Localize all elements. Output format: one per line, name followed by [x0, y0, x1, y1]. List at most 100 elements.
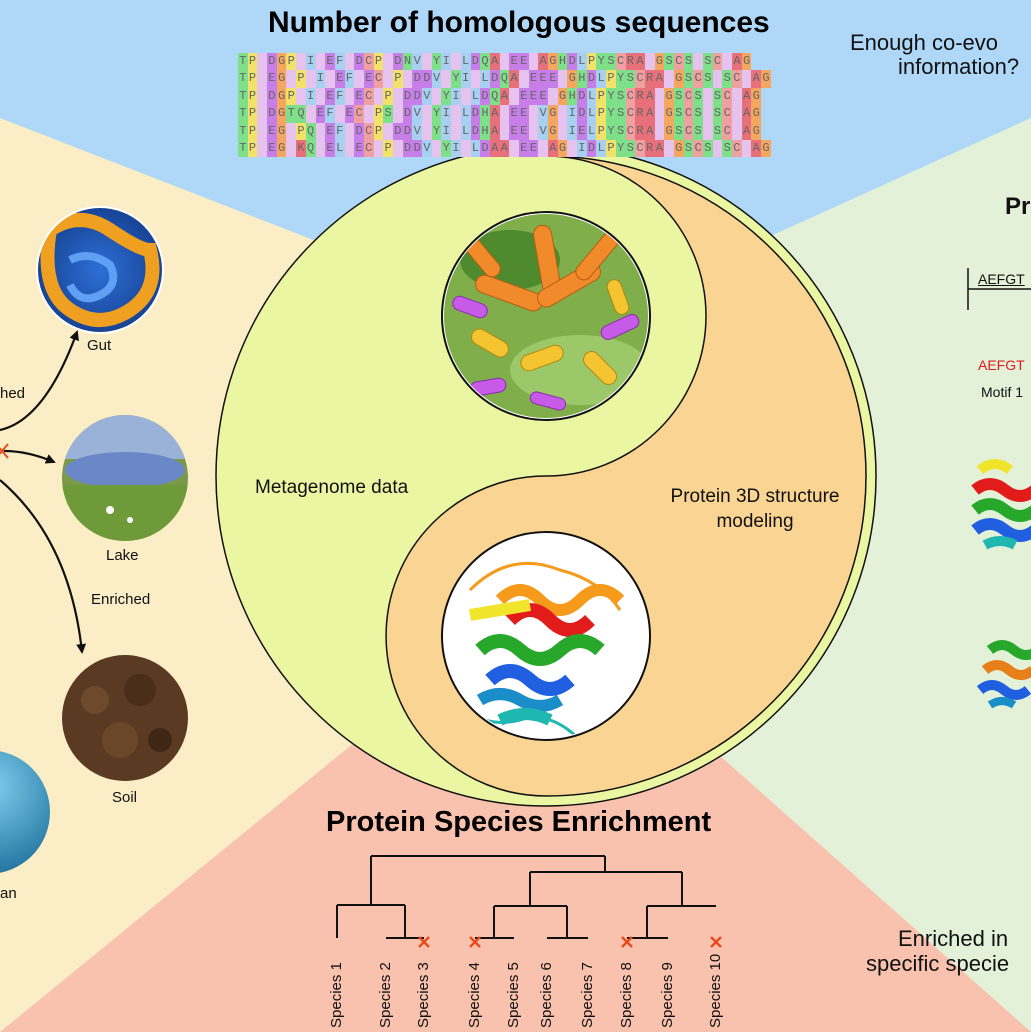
species-label: Species 8 — [618, 962, 635, 1028]
residue-cell: E — [267, 122, 277, 140]
residue-cell: D — [354, 53, 364, 71]
residue-cell: H — [480, 105, 490, 123]
residue-cell: G — [761, 70, 771, 88]
residue-cell — [664, 139, 674, 158]
residue-cell: A — [489, 139, 500, 158]
residue-cell: Y — [431, 122, 442, 140]
arrow-to-soil — [0, 479, 87, 654]
residue-cell: E — [577, 122, 587, 140]
residue-cell: G — [673, 70, 684, 88]
residue-cell — [712, 139, 723, 158]
residue-cell: P — [286, 53, 297, 71]
residue-cell: V — [422, 139, 432, 158]
residue-cell: C — [673, 53, 684, 71]
residue-cell: D — [267, 105, 277, 123]
residue-cell: E — [518, 139, 529, 158]
coevolution-question: Enough co-evo information? — [850, 31, 1019, 79]
residue-cell: E — [334, 70, 345, 88]
residue-cell: H — [480, 122, 490, 140]
residue-cell — [654, 122, 665, 140]
residue-cell: S — [673, 105, 684, 123]
residue-cell — [422, 105, 432, 123]
enriched-label-upper: hed — [0, 385, 26, 402]
residue-cell: C — [373, 70, 384, 88]
residue-cell — [703, 122, 713, 140]
residue-cell — [557, 105, 568, 123]
residue-cell — [509, 87, 519, 106]
residue-cell — [286, 122, 297, 140]
residue-cell: C — [712, 53, 723, 71]
residue-cell: G — [276, 122, 287, 140]
residue-cell: D — [577, 105, 587, 123]
residue-cell — [732, 105, 742, 123]
residue-cell: E — [538, 87, 548, 106]
residue-cell — [315, 122, 326, 140]
residue-cell — [431, 139, 442, 158]
residue-cell: E — [528, 139, 539, 158]
enrichment-arrows — [0, 330, 87, 654]
residue-cell — [402, 70, 413, 88]
residue-cell: S — [703, 70, 713, 88]
residue-cell — [451, 53, 461, 71]
residue-cell: D — [402, 122, 413, 140]
enriched-species-note-line-1: Enriched in — [898, 926, 1009, 951]
species-label: Species 7 — [579, 962, 596, 1028]
residue-cell: V — [538, 105, 548, 123]
right-protein-structures — [971, 459, 1031, 550]
right-panel-title: Pr — [1005, 193, 1031, 220]
residue-cell: E — [267, 70, 277, 88]
environment-soil-image — [62, 655, 188, 781]
residue-cell — [344, 139, 355, 158]
residue-cell — [344, 53, 355, 71]
motif-label: Motif 1 — [981, 384, 1024, 400]
residue-cell: P — [247, 70, 258, 88]
residue-cell: T — [238, 105, 248, 123]
residue-cell: P — [393, 70, 403, 88]
residue-cell: R — [625, 53, 636, 71]
residue-cell: E — [528, 70, 539, 88]
enriched-label-lower: Enriched — [91, 591, 151, 608]
residue-cell: D — [577, 87, 587, 106]
residue-cell — [344, 87, 355, 106]
residue-cell: G — [664, 87, 674, 106]
residue-cell: Y — [615, 139, 626, 158]
residue-cell: C — [722, 87, 733, 106]
residue-cell: G — [664, 122, 674, 140]
residue-cell: V — [412, 105, 423, 123]
residue-cell: I — [441, 105, 452, 123]
residue-cell: G — [548, 122, 558, 140]
residue-cell: T — [238, 70, 248, 88]
residue-cell: F — [334, 87, 345, 106]
residue-cell: G — [761, 139, 771, 158]
residue-cell: V — [431, 70, 442, 88]
residue-cell: S — [606, 53, 616, 71]
residue-cell: A — [489, 105, 500, 123]
residue-cell: S — [683, 139, 694, 158]
residue-cell: R — [635, 87, 645, 106]
residue-cell — [703, 105, 713, 123]
residue-cell — [460, 87, 471, 106]
residue-cell: A — [654, 139, 665, 158]
residue-cell — [286, 70, 297, 88]
residue-cell: E — [267, 139, 277, 158]
lake-label: Lake — [106, 547, 139, 564]
residue-cell — [315, 53, 326, 71]
environment-gut-image — [37, 207, 163, 333]
residue-cell: R — [644, 70, 655, 88]
residue-cell: P — [247, 122, 258, 140]
residue-cell: T — [286, 105, 297, 123]
residue-cell: P — [596, 105, 607, 123]
residue-cell — [344, 122, 355, 140]
residue-cell: D — [480, 87, 490, 106]
residue-cell: R — [635, 122, 645, 140]
residue-cell: E — [325, 139, 335, 158]
residue-cell: Y — [431, 53, 442, 71]
residue-cell — [451, 105, 461, 123]
residue-cell: T — [238, 139, 248, 158]
residue-cell — [732, 87, 742, 106]
residue-cell: P — [383, 87, 393, 106]
structure-modeling-label-line-1: Protein 3D structure — [670, 486, 840, 507]
